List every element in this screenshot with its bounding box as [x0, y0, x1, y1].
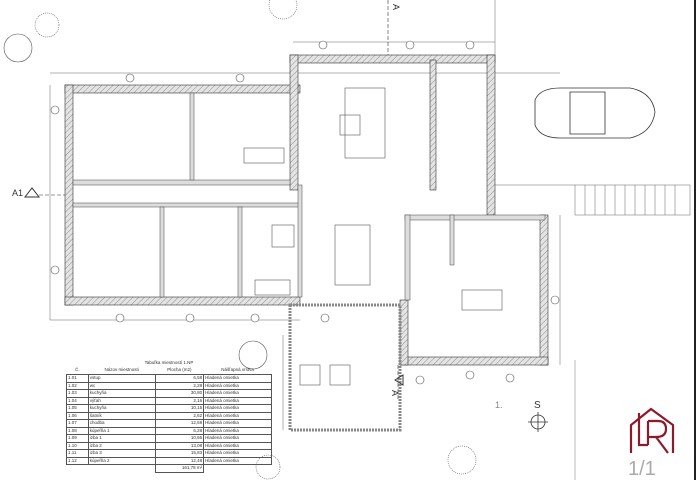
room-area: 10,66 — [154, 434, 205, 443]
room-name: kúpeľňa 2 — [87, 456, 156, 465]
room-name: výťah — [87, 396, 156, 405]
dimension-lines — [49, 0, 561, 430]
section-label-bottom: A — [390, 389, 401, 397]
room-name: šatník — [87, 411, 156, 420]
room-area: 30,80 — [154, 389, 205, 398]
floor-finish: Hladená omietka — [203, 434, 272, 443]
room-name: vstup — [87, 374, 156, 383]
floor-finish: Hladená omietka — [203, 404, 272, 413]
stairs — [495, 184, 691, 216]
room-number: 1.09 — [66, 434, 89, 443]
room-area: 6,28 — [154, 426, 205, 435]
room-name: kuchyňa — [87, 404, 156, 413]
room-area: 2,16 — [154, 396, 205, 405]
section-marker-left-icon — [23, 187, 41, 198]
floor-finish: Hladená omietka — [203, 374, 272, 383]
room-table: Č. Názov miestnosti Plocha (m2) Nášľapná… — [66, 364, 272, 473]
room-number: 1.12 — [66, 456, 89, 465]
room-area: 12,59 — [154, 419, 205, 428]
room-name: wc — [87, 381, 156, 390]
car-icon — [534, 87, 656, 139]
floor-finish: Hladená omietka — [203, 389, 272, 398]
plot-label: 1. — [495, 400, 503, 410]
room-number: 1.11 — [66, 449, 89, 458]
room-number: 1.05 — [66, 404, 89, 413]
page-indicator: 1/1 — [628, 458, 656, 480]
room-area: 6,58 — [154, 374, 205, 383]
room-area: 10,15 — [154, 404, 205, 413]
section-label-left: A1 — [12, 188, 24, 198]
room-area: 12,48 — [154, 456, 205, 465]
floor-finish: Hladená omietka — [203, 449, 272, 458]
total-area: 161,78 m² — [154, 464, 205, 473]
interior-walls — [72, 92, 546, 301]
floor-finish: Hladená omietka — [203, 396, 272, 405]
room-name: izba 2 — [87, 441, 156, 450]
room-number: 1.10 — [66, 441, 89, 450]
column-header: Plocha (m2) — [167, 366, 192, 372]
north-arrow-icon — [528, 412, 548, 432]
room-area: 2,62 — [154, 411, 205, 420]
room-name: kuchyňa — [87, 389, 156, 398]
column-header: Č. — [75, 366, 80, 372]
room-number: 1.08 — [66, 426, 89, 435]
logo-icon — [629, 407, 675, 454]
room-table-title: Tabuľka miestností 1.NP — [144, 360, 194, 365]
room-number: 1.01 — [66, 374, 89, 383]
column-header: Nášľapná vrstva — [221, 366, 254, 372]
floor-finish: Hladená omietka — [203, 456, 272, 465]
floor-finish: Hladená omietka — [203, 411, 272, 420]
section-marker-bottom-icon — [394, 374, 404, 386]
grid-markers — [50, 40, 560, 385]
room-name: chodba — [87, 419, 156, 428]
floor-finish: Hladená omietka — [203, 419, 272, 428]
furniture — [243, 87, 503, 386]
floor-finish: Hladená omietka — [203, 381, 272, 390]
room-name: izba 1 — [87, 434, 156, 443]
floor-finish: Hladená omietka — [203, 441, 272, 450]
room-number: 1.03 — [66, 389, 89, 398]
room-name: kúpeľňa 1 — [87, 426, 156, 435]
column-header: Názov miestnosti — [104, 366, 139, 372]
room-area: 15,83 — [154, 449, 205, 458]
room-area: 13,08 — [154, 441, 205, 450]
room-name: izba 3 — [87, 449, 156, 458]
room-number: 1.04 — [66, 396, 89, 405]
viewer-border — [694, 0, 696, 480]
room-area: 2,28 — [154, 381, 205, 390]
floor-finish: Hladená omietka — [203, 426, 272, 435]
section-label-top: A — [391, 3, 402, 11]
room-number: 1.02 — [66, 381, 89, 390]
room-number: 1.06 — [66, 411, 89, 420]
exterior-walls — [64, 54, 549, 366]
terrace — [288, 303, 402, 432]
room-number: 1.07 — [66, 419, 89, 428]
north-label: S — [534, 400, 541, 411]
